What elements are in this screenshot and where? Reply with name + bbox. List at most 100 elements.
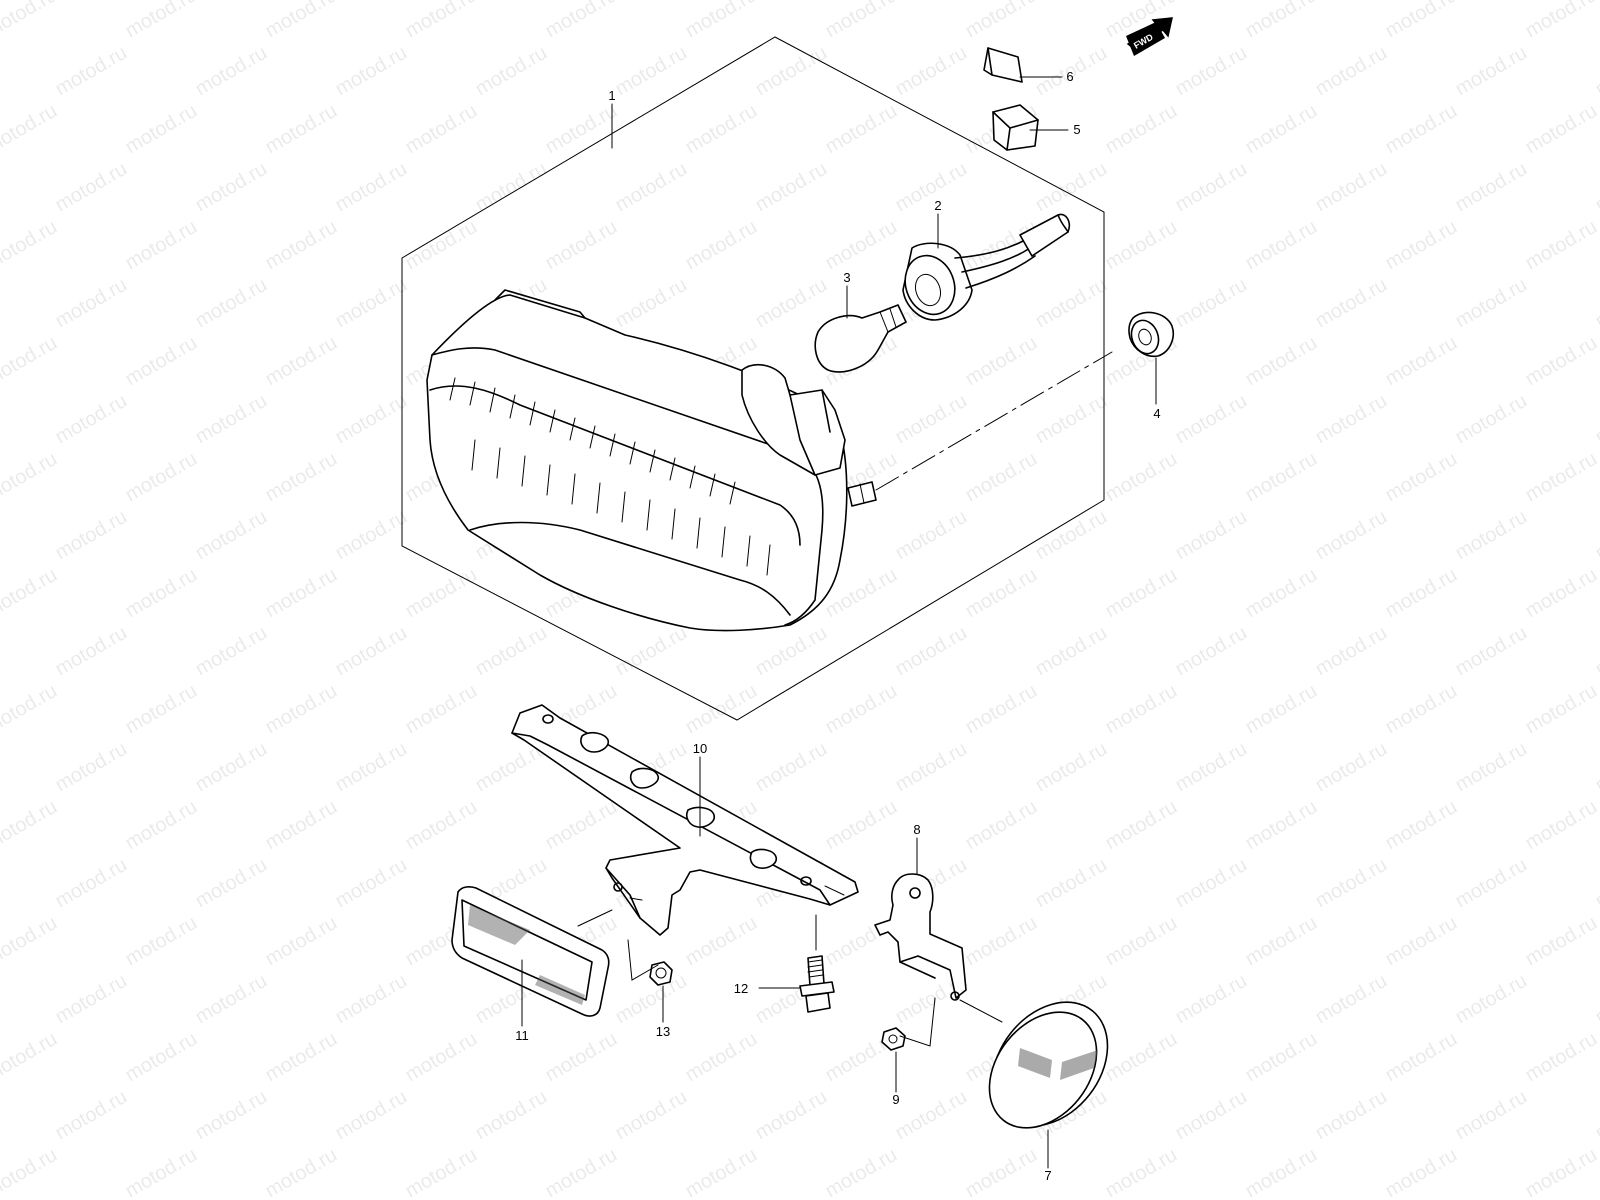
watermark-text: motod.ru [402,1028,481,1087]
watermark-text: motod.ru [52,970,131,1029]
watermark-text: motod.ru [752,158,831,217]
watermark-text: motod.ru [752,274,831,333]
bracket [511,704,859,936]
watermark-text: motod.ru [402,796,481,855]
watermark-text: motod.ru [122,448,201,507]
watermark-text: motod.ru [0,1028,61,1087]
watermark-text: motod.ru [122,0,201,42]
watermark-text: motod.ru [1032,622,1111,681]
watermark-text: motod.ru [1032,738,1111,797]
watermark-text: motod.ru [262,100,341,159]
watermark-text: motod.ru [1242,0,1321,42]
watermark-text: motod.ru [612,274,691,333]
watermark-text: motod.ru [192,506,271,565]
callout-2: 2 [934,198,941,213]
watermark-text: motod.ru [962,448,1041,507]
watermark-text: motod.ru [332,1086,411,1145]
watermark-text: motod.ru [752,42,831,101]
watermark-text: motod.ru [262,564,341,623]
watermark-text: motod.ru [682,1144,761,1200]
watermark-text: motod.ru [1172,854,1251,913]
watermark-text: motod.ru [962,0,1041,42]
watermark-text: motod.ru [122,332,201,391]
assembly-box-outline [401,36,1105,721]
watermark-text: motod.ru [332,158,411,217]
callout-9: 9 [892,1092,899,1107]
watermark-text: motod.ru [752,1086,831,1145]
watermark-text: motod.ru [822,100,901,159]
watermark-text: motod.ru [262,1028,341,1087]
watermark-text: motod.ru [1592,390,1600,449]
watermark-text: motod.ru [332,390,411,449]
watermark-text: motod.ru [1102,216,1181,275]
watermark-text: motod.ru [192,42,271,101]
callout-7: 7 [1044,1168,1051,1183]
callout-4: 4 [1153,406,1160,421]
watermark-text: motod.ru [192,390,271,449]
watermark-text: motod.ru [1242,564,1321,623]
watermark-text: motod.ru [1242,680,1321,739]
watermark-text: motod.ru [1382,796,1461,855]
watermark-text: motod.ru [962,912,1041,971]
watermark-text: motod.ru [1592,1086,1600,1145]
watermark-text: motod.ru [962,680,1041,739]
watermark-text: motod.ru [1312,390,1391,449]
bulb-socket-harness [902,213,1071,321]
watermark-text: motod.ru [472,42,551,101]
watermark-text: motod.ru [1522,564,1600,623]
watermark-text: motod.ru [1522,1028,1600,1087]
watermark-text: motod.ru [262,680,341,739]
watermark-text: motod.ru [1032,506,1111,565]
callout-5: 5 [1073,122,1080,137]
watermark-text: motod.ru [1592,854,1600,913]
watermark-text: motod.ru [402,0,481,42]
watermark-text: motod.ru [1312,622,1391,681]
watermark-text: motod.ru [0,332,61,391]
watermark-text: motod.ru [52,390,131,449]
callout-6: 6 [1066,69,1073,84]
watermark-text: motod.ru [1172,42,1251,101]
watermark-text: motod.ru [682,680,761,739]
watermark-text: motod.ru [1312,274,1391,333]
watermark-text: motod.ru [1452,970,1531,1029]
reflector-bracket [874,873,967,1001]
watermark-text: motod.ru [1312,506,1391,565]
watermark-text: motod.ru [1242,1144,1321,1200]
watermark-text: motod.ru [612,622,691,681]
watermark-text: motod.ru [262,332,341,391]
watermark-text: motod.ru [1242,448,1321,507]
callout-12: 12 [734,981,748,996]
watermark-text: motod.ru [682,0,761,42]
watermark-text: motod.ru [1452,158,1531,217]
watermark-text: motod.ru [1032,274,1111,333]
watermark-text: motod.ru [1452,738,1531,797]
watermark-text: motod.ru [612,1086,691,1145]
watermark-text: motod.ru [1172,274,1251,333]
watermark-text: motod.ru [402,680,481,739]
watermark-text: motod.ru [962,1144,1041,1200]
watermark-text: motod.ru [822,216,901,275]
watermark-text: motod.ru [262,1144,341,1200]
watermark-text: motod.ru [192,1086,271,1145]
watermark-text: motod.ru [52,274,131,333]
watermark-text: motod.ru [192,854,271,913]
watermark-text: motod.ru [122,680,201,739]
watermark-text: motod.ru [0,912,61,971]
watermark-text: motod.ru [962,796,1041,855]
watermark-text: motod.ru [1522,100,1600,159]
watermark-text: motod.ru [262,912,341,971]
watermark-text: motod.ru [1172,390,1251,449]
watermark-text: motod.ru [1312,738,1391,797]
watermark-text: motod.ru [822,796,901,855]
watermark-text: motod.ru [892,622,971,681]
watermark-text: motod.ru [332,506,411,565]
callout-8: 8 [913,822,920,837]
side-reflector [451,886,610,1017]
watermark-text: motod.ru [122,100,201,159]
nut-13 [649,961,673,986]
watermark-text: motod.ru [122,912,201,971]
watermark-text: motod.ru [752,622,831,681]
watermark-text: motod.ru [332,970,411,1029]
leader-lines [521,76,1157,1169]
watermark-text: motod.ru [1172,738,1251,797]
